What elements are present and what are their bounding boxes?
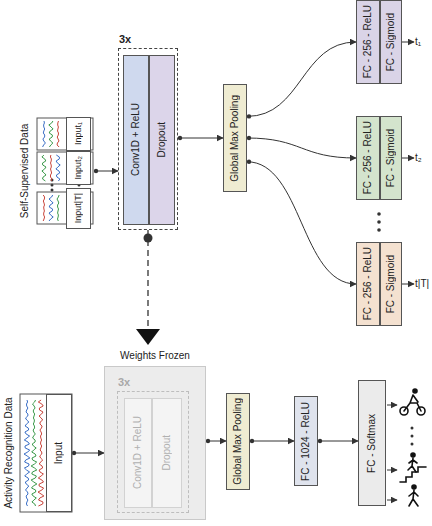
signal-trace bbox=[49, 195, 53, 221]
frozen-group: Weights Frozen3xConv1D + ReLUDropout bbox=[104, 366, 206, 520]
input-box: Input bbox=[46, 394, 72, 512]
pooling-layer: Global Max Pooling bbox=[226, 393, 250, 490]
signal-trace bbox=[31, 400, 37, 506]
layer-label: Input₁ bbox=[74, 122, 83, 145]
fc-layer: FC - Sigmoid bbox=[380, 0, 402, 84]
arrow-connector bbox=[178, 138, 223, 139]
layer-label: Dropout bbox=[157, 122, 167, 158]
input-cell: Input₁ bbox=[66, 117, 91, 151]
layer-label: Conv1D + ReLU bbox=[131, 103, 141, 176]
signal-trace bbox=[49, 121, 53, 147]
arrow-connector bbox=[206, 441, 226, 442]
output-arrow bbox=[402, 42, 414, 43]
fc-layer: FC - Sigmoid bbox=[380, 116, 402, 200]
signal-trace bbox=[42, 155, 46, 181]
input-panel: Activity Recognition DataInput bbox=[20, 394, 72, 512]
input-row-frame bbox=[37, 118, 93, 150]
group-heading: Weights Frozen bbox=[120, 351, 190, 361]
arrow-connector bbox=[247, 42, 356, 116]
signal-trace bbox=[43, 121, 46, 147]
output-label: t|T| bbox=[415, 279, 429, 289]
activity-icons bbox=[400, 389, 426, 506]
input-cell: Input|T| bbox=[66, 188, 91, 229]
dropout-layer: Dropout bbox=[149, 55, 175, 225]
conv-layer: Conv1D + ReLU bbox=[124, 398, 152, 508]
layer-label: Input₂ bbox=[74, 156, 83, 180]
input-stack: Self-Supervised DataInput₁Input₂Input|T| bbox=[36, 116, 94, 226]
output-arrow bbox=[402, 284, 414, 285]
conv-layer: Conv1D + ReLU bbox=[123, 55, 149, 225]
arrow-connector bbox=[318, 441, 358, 442]
layer-label: FC - 256 - ReLU bbox=[363, 247, 373, 320]
layer-label: FC - Sigmoid bbox=[386, 129, 396, 187]
input-frame bbox=[20, 394, 72, 512]
signal-trace bbox=[56, 155, 60, 181]
dropout-layer: Dropout bbox=[152, 398, 182, 508]
repeat-block: 3xConv1D + ReLUDropout bbox=[117, 391, 189, 513]
arrow-head bbox=[136, 329, 160, 345]
layer-label: FC - Sigmoid bbox=[386, 13, 396, 71]
signal-trace bbox=[24, 400, 30, 506]
repeat-block: 3xConv1D + ReLUDropout bbox=[118, 48, 178, 230]
output-label: t₂ bbox=[415, 153, 422, 163]
layer-label: Conv1D + ReLU bbox=[133, 416, 143, 489]
output-label: t₁ bbox=[415, 37, 421, 47]
output-arrows bbox=[387, 405, 397, 500]
fc-layer: FC - 256 - ReLU bbox=[356, 116, 380, 200]
group-heading: Activity Recognition Data bbox=[4, 397, 14, 508]
signal-trace bbox=[50, 155, 52, 181]
dashed-transfer-connector bbox=[147, 230, 148, 329]
arrow-connector bbox=[94, 171, 118, 172]
input-row-frame bbox=[37, 152, 93, 184]
layer-label: FC - 256 - ReLU bbox=[363, 5, 373, 78]
arrow-connector bbox=[72, 453, 104, 454]
fc-layer: FC - Sigmoid bbox=[380, 242, 402, 326]
layer-label: Global Max Pooling bbox=[233, 398, 243, 485]
group-heading: 3x bbox=[118, 377, 130, 388]
layer-label: Dropout bbox=[162, 435, 172, 471]
output-arrow bbox=[402, 158, 414, 159]
signal-trace bbox=[43, 195, 44, 221]
layer-label: FC - 256 - ReLU bbox=[363, 121, 373, 194]
layer-label: FC - 1024 - ReLU bbox=[301, 402, 311, 481]
layer-label: FC - Sigmoid bbox=[386, 255, 396, 313]
sensor-signals bbox=[20, 118, 93, 512]
fc-layer: FC - 256 - ReLU bbox=[356, 242, 380, 326]
arrow-connector bbox=[250, 441, 294, 442]
pooling-layer: Global Max Pooling bbox=[223, 84, 247, 192]
layer-label: Input|T| bbox=[74, 193, 83, 223]
group-heading: Self-Supervised Data bbox=[20, 124, 30, 219]
fc-layer: FC - Softmax bbox=[358, 380, 386, 506]
fc-layer: FC - 256 - ReLU bbox=[356, 0, 380, 84]
fc-layer: FC - 1024 - ReLU bbox=[294, 396, 318, 486]
signal-trace bbox=[57, 195, 59, 221]
connector-dot bbox=[144, 234, 153, 243]
layer-label: FC - Softmax bbox=[367, 414, 377, 473]
layer-label: Input bbox=[54, 442, 64, 464]
input-cell: Input₂ bbox=[66, 151, 91, 185]
layer-label: Global Max Pooling bbox=[230, 95, 240, 182]
group-heading: 3x bbox=[119, 34, 131, 45]
arrow-connector bbox=[247, 138, 356, 158]
signal-trace bbox=[57, 121, 59, 147]
arrow-connector bbox=[247, 162, 356, 284]
signal-trace bbox=[38, 400, 44, 506]
